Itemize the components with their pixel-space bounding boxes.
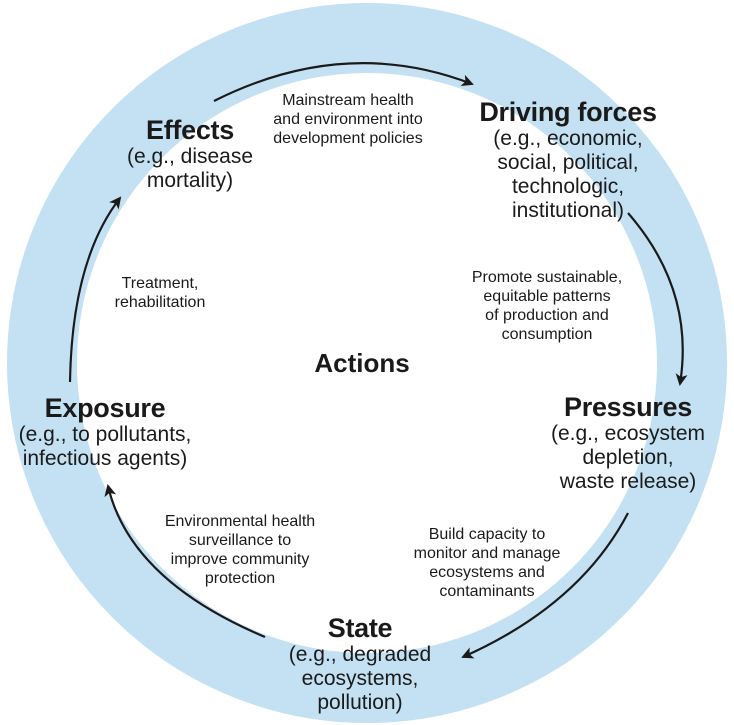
node-state-detail-line: pollution) (317, 691, 403, 714)
node-state-detail: (e.g., degraded ecosystems, pollution) (255, 643, 465, 715)
node-effects: Effects (e.g., disease mortality) (90, 115, 290, 193)
action-line: consumption (501, 326, 593, 343)
node-state-title: State (327, 613, 393, 643)
node-pressures-detail-line: waste release) (559, 470, 697, 493)
action-line: of production and (485, 307, 609, 324)
outer-ring (7, 3, 727, 723)
action-line: Mainstream health (282, 92, 414, 109)
action-line: equitable patterns (483, 288, 611, 305)
action-line: contaminants (439, 583, 535, 600)
action-line: rehabilitation (114, 294, 206, 311)
action-line: Promote sustainable, (471, 269, 623, 286)
arrow-driving-forces-to-pressures (627, 212, 688, 386)
action-exposure-to-effects: Treatment, rehabilitation (80, 274, 240, 312)
action-pressures-to-state: Build capacity to monitor and manage eco… (397, 525, 577, 601)
action-line: monitor and manage (413, 545, 561, 562)
center-label-actions: Actions (314, 348, 410, 378)
node-exposure-detail-line: infectious agents) (22, 447, 188, 470)
arrow-effects-to-driving-forces (213, 62, 474, 102)
action-line: and environment into (273, 111, 423, 128)
node-driving-forces-detail-line: institutional) (511, 199, 625, 222)
action-line: improve community (170, 551, 310, 568)
node-state-detail-line: ecosystems, (301, 667, 419, 690)
node-driving-forces: Driving forces (e.g., economic, social, … (438, 97, 698, 223)
action-line: Treatment, (121, 275, 199, 292)
action-state-to-exposure: Environmental health surveillance to imp… (144, 512, 336, 588)
action-line: surveillance to (188, 532, 292, 549)
node-driving-forces-detail: (e.g., economic, social, political, tech… (438, 127, 698, 223)
node-driving-forces-detail-line: social, political, (497, 151, 639, 174)
arrow-pressures-to-state (461, 512, 629, 659)
node-driving-forces-detail-line: technologic, (511, 175, 625, 198)
action-line: Build capacity to (428, 526, 546, 543)
node-driving-forces-detail-line: (e.g., economic, (493, 127, 643, 150)
node-exposure-detail: (e.g., to pollutants, infectious agents) (2, 423, 208, 471)
node-pressures-detail: (e.g., ecosystem depletion, waste releas… (528, 422, 728, 494)
node-driving-forces-title: Driving forces (479, 97, 657, 127)
arrow-state-to-exposure (104, 484, 266, 639)
arrow-exposure-to-effects (68, 196, 122, 383)
node-effects-detail: (e.g., disease mortality) (90, 145, 290, 193)
node-pressures: Pressures (e.g., ecosystem depletion, wa… (528, 392, 728, 494)
node-pressures-detail-line: (e.g., ecosystem (550, 422, 706, 445)
node-effects-title: Effects (146, 115, 234, 145)
action-line: ecosystems and (429, 564, 545, 581)
action-effects-to-driving-forces: Mainstream health and environment into d… (250, 91, 446, 148)
action-driving-forces-to-pressures: Promote sustainable, equitable patterns … (452, 268, 642, 344)
node-effects-detail-line: (e.g., disease (126, 145, 254, 168)
node-exposure: Exposure (e.g., to pollutants, infectiou… (2, 393, 208, 471)
node-state-detail-line: (e.g., degraded (288, 643, 432, 666)
node-exposure-title: Exposure (44, 393, 166, 423)
action-line: Environmental health (164, 513, 316, 530)
node-effects-detail-line: mortality) (146, 169, 234, 192)
node-state: State (e.g., degraded ecosystems, pollut… (255, 613, 465, 715)
node-pressures-detail-line: depletion, (582, 446, 674, 469)
action-line: protection (204, 570, 276, 587)
node-exposure-detail-line: (e.g., to pollutants, (18, 423, 192, 446)
action-line: development policies (273, 130, 423, 147)
node-pressures-title: Pressures (564, 392, 692, 422)
